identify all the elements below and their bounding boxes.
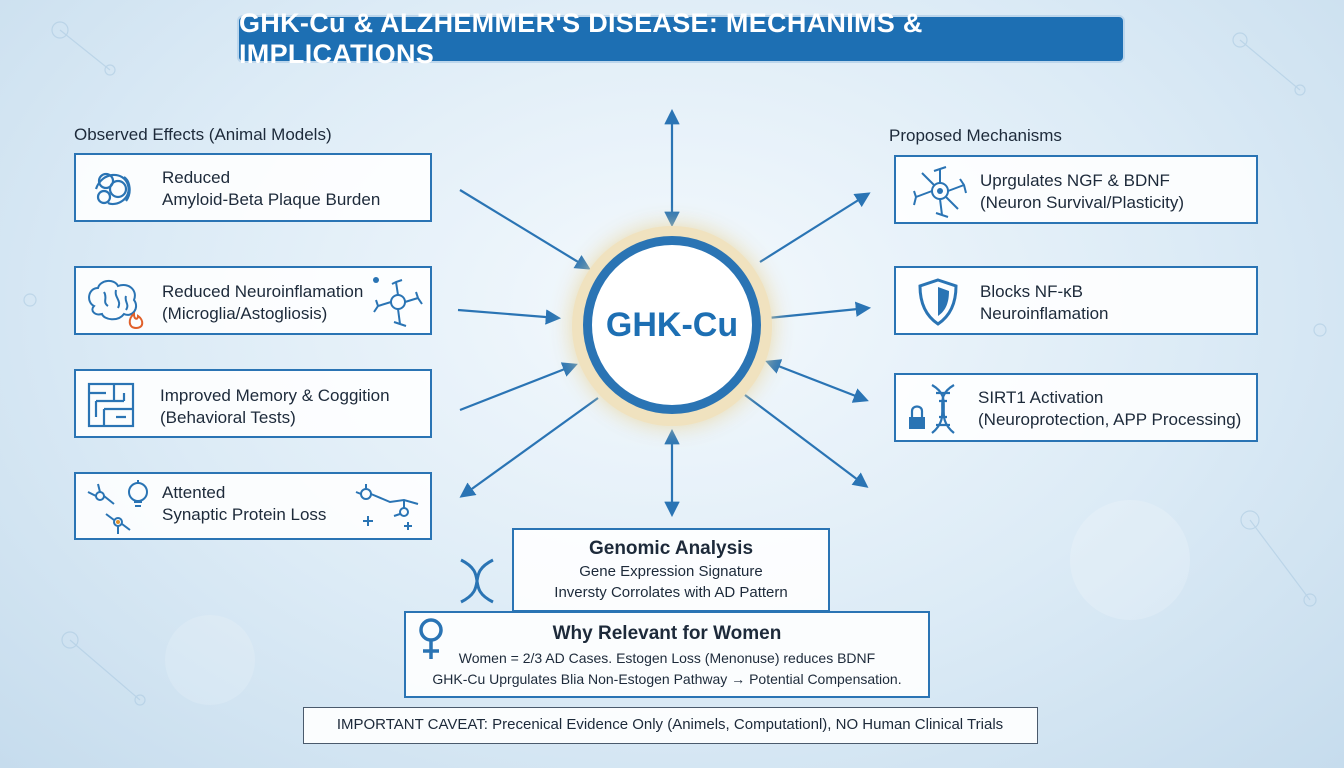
title-banner: GHK-Cu & ALZHEMMER'S DISEASE: MECHANIMS … xyxy=(237,8,1125,69)
synapse-icon xyxy=(87,480,148,534)
women-title: Why Relevant for Women xyxy=(552,623,782,644)
shield-icon xyxy=(918,278,958,326)
mechanism-line1: Uprgulates NGF & BDNF xyxy=(980,171,1170,190)
women-relevance-box: Why Relevant for Women Women = 2/3 AD Ca… xyxy=(404,611,930,698)
effect-line1: Reduced xyxy=(162,168,231,187)
effect-line2: Synaptic Protein Loss xyxy=(162,505,327,524)
mechanism-line1: SIRT1 Activation xyxy=(978,388,1104,407)
arrow-left-1 xyxy=(459,189,591,270)
women-line1: Women = 2/3 AD Cases. Estogen Loss (Meno… xyxy=(458,650,876,666)
neuron-icon xyxy=(913,166,967,218)
mechanism-box-ngf-bdnf: Uprgulates NGF & BDNF (Neuron Survival/P… xyxy=(894,155,1258,224)
effect-box-neuroinflammation: Reduced Neuroinflamation (Microglia/Asto… xyxy=(74,266,432,335)
mechanism-line2: Neuroinflamation xyxy=(980,304,1109,323)
effect-box-memory: Improved Memory & Coggition (Behavioral … xyxy=(74,369,432,438)
dna-helix-icon xyxy=(460,558,494,604)
effect-line1: Reduced Neuroinflamation xyxy=(162,282,364,301)
arrow-right-2 xyxy=(767,301,872,320)
arrow-left-2 xyxy=(457,308,562,325)
effect-box-synaptic: Attented Synaptic Protein Loss xyxy=(74,472,432,540)
microglia-icon xyxy=(373,277,423,327)
arrow-right-4 xyxy=(744,394,869,488)
genomic-title: Genomic Analysis xyxy=(588,538,754,559)
genomic-analysis-box: Genomic Analysis Gene Expression Signatu… xyxy=(512,528,830,612)
effect-line1: Attented xyxy=(162,483,226,502)
arrow-right-3 xyxy=(765,359,869,403)
arrow-left-4 xyxy=(459,397,599,498)
women-line2: GHK-Cu Uprgulates Blia Non-Estogen Pathw… xyxy=(432,671,902,687)
genomic-line1: Gene Expression Signature xyxy=(579,563,763,580)
mechanism-box-nfkb: Blocks NF-κB Neuroinflamation xyxy=(894,266,1258,335)
arrow-left-3 xyxy=(459,362,578,412)
effect-line2: Amyloid-Beta Plaque Burden xyxy=(162,190,381,209)
amyloid-plaque-icon xyxy=(94,172,131,206)
genomic-line2: Inversty Corrolates with AD Pattern xyxy=(554,584,788,601)
female-symbol-icon xyxy=(419,618,443,659)
right-section-heading: Proposed Mechanisms xyxy=(889,126,1062,145)
mechanism-line1: Blocks NF-κB xyxy=(980,282,1083,301)
mechanism-box-sirt1: SIRT1 Activation (Neuroprotection, APP P… xyxy=(894,373,1258,442)
caveat-box: IMPORTANT CAVEAT: Precenical Evidence On… xyxy=(303,707,1038,744)
maze-icon xyxy=(87,382,135,428)
caveat-text: IMPORTANT CAVEAT: Precenical Evidence On… xyxy=(336,716,1004,733)
arrow-right-1 xyxy=(759,192,871,263)
center-node: GHK-Cu xyxy=(583,236,761,414)
left-section-heading: Observed Effects (Animal Models) xyxy=(74,125,332,144)
inflamed-brain-icon xyxy=(88,280,144,330)
synaptic-connection-icon xyxy=(355,484,419,530)
dna-lock-icon xyxy=(909,384,955,434)
effect-line2: (Microglia/Astogliosis) xyxy=(162,304,328,323)
mechanism-line2: (Neuroprotection, APP Processing) xyxy=(978,410,1242,429)
effect-line1: Improved Memory & Coggition xyxy=(160,386,390,405)
mechanism-line2: (Neuron Survival/Plasticity) xyxy=(980,193,1185,212)
effect-line2: (Behavioral Tests) xyxy=(160,408,296,427)
effect-box-amyloid: Reduced Amyloid-Beta Plaque Burden xyxy=(74,153,432,222)
